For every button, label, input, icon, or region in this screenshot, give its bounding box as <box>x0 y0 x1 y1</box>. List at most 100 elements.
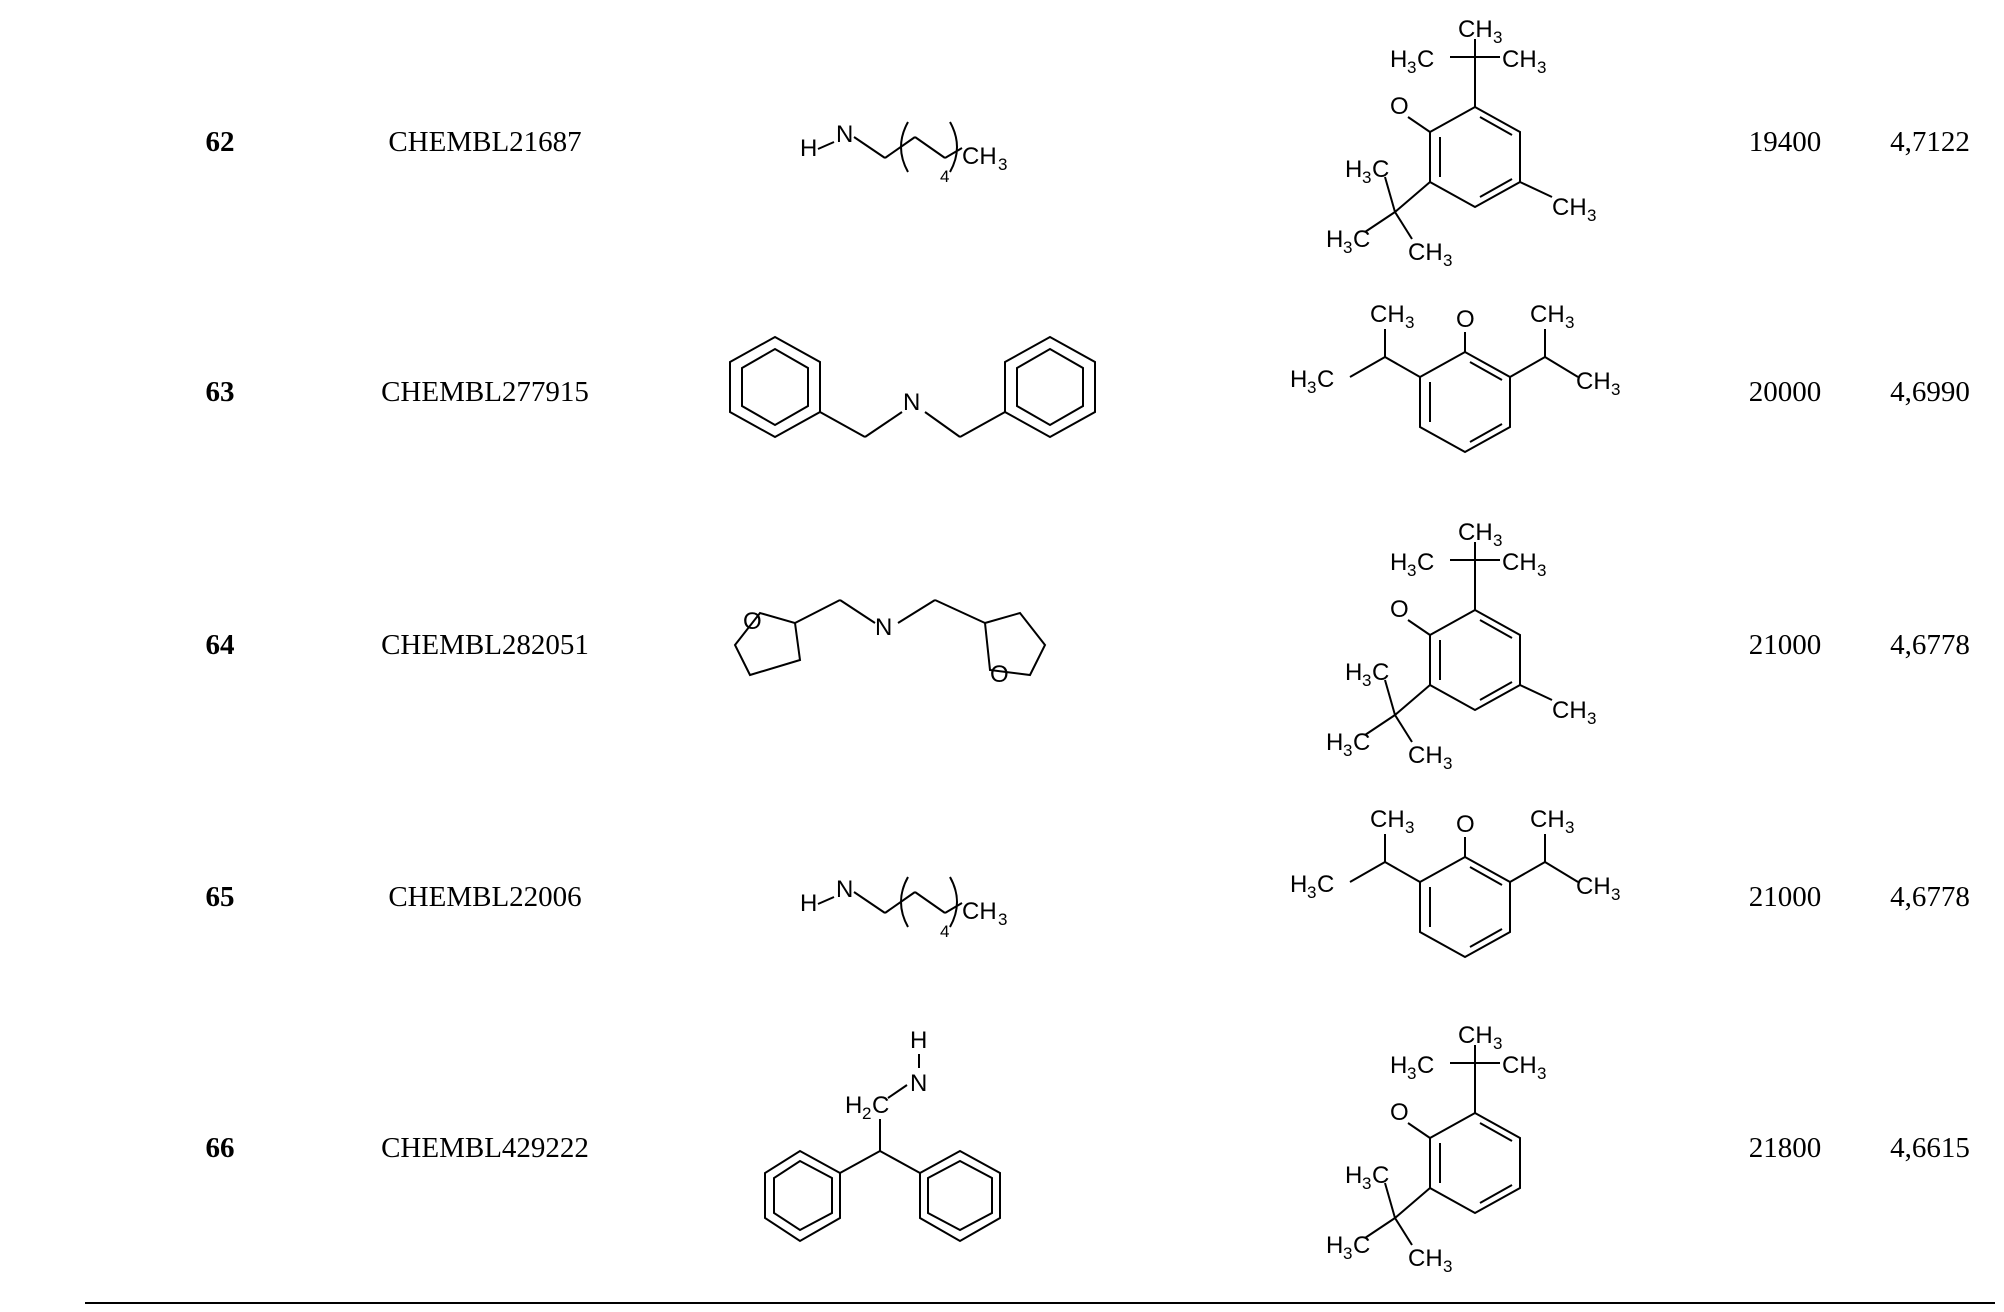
svg-text:CH: CH <box>1552 697 1587 724</box>
ic50-value: 19400 <box>1748 125 1822 158</box>
svg-text:3: 3 <box>1587 709 1596 728</box>
pic50-value: 4,6778 <box>1890 628 1970 661</box>
svg-text:H: H <box>1345 659 1362 686</box>
svg-text:H: H <box>1326 226 1343 253</box>
svg-text:CH: CH <box>1370 301 1405 328</box>
compound-number: 64 <box>205 628 235 661</box>
chembl-id: CHEMBL277915 <box>381 375 589 408</box>
svg-text:2: 2 <box>862 1104 871 1123</box>
svg-text:N: N <box>836 121 853 148</box>
svg-text:CH: CH <box>1458 519 1493 546</box>
pic50-value: 4,6990 <box>1890 375 1970 408</box>
svg-text:H: H <box>1326 729 1343 756</box>
svg-text:3: 3 <box>1443 754 1452 773</box>
svg-text:O: O <box>743 608 762 635</box>
svg-text:H: H <box>1390 1052 1407 1079</box>
svg-text:3: 3 <box>1587 206 1596 225</box>
svg-text:H: H <box>1326 1232 1343 1259</box>
svg-text:3: 3 <box>1343 238 1352 257</box>
svg-text:N: N <box>836 876 853 903</box>
svg-text:C: C <box>1417 1052 1434 1079</box>
svg-text:N: N <box>910 1070 927 1097</box>
svg-text:CH: CH <box>1576 368 1611 395</box>
chembl-id: CHEMBL21687 <box>388 125 582 158</box>
chembl-id: CHEMBL22006 <box>388 880 582 913</box>
chembl-id: CHEMBL429222 <box>381 1131 589 1164</box>
svg-text:H: H <box>1345 156 1362 183</box>
svg-text:C: C <box>1317 871 1334 898</box>
svg-text:CH: CH <box>1370 806 1405 833</box>
svg-text:H: H <box>1345 1162 1362 1189</box>
ic50-value: 21800 <box>1748 1131 1822 1164</box>
compound-number: 63 <box>205 375 235 408</box>
svg-text:C: C <box>1353 226 1370 253</box>
pic50-value: 4,7122 <box>1890 125 1970 158</box>
svg-text:3: 3 <box>1565 818 1574 837</box>
svg-text:3: 3 <box>1611 885 1620 904</box>
svg-text:3: 3 <box>1493 531 1502 550</box>
ic50-value: 20000 <box>1748 375 1822 408</box>
svg-text:H: H <box>1390 46 1407 73</box>
amine-structure: O N O <box>700 520 1140 770</box>
table-bottom-rule <box>85 1302 1995 1304</box>
svg-text:CH: CH <box>1530 806 1565 833</box>
svg-text:CH: CH <box>1502 549 1537 576</box>
pic50-value: 4,6615 <box>1890 1131 1970 1164</box>
svg-text:3: 3 <box>1362 671 1371 690</box>
svg-text:3: 3 <box>1343 741 1352 760</box>
compound-number: 65 <box>205 880 235 913</box>
svg-text:CH: CH <box>1502 46 1537 73</box>
svg-text:3: 3 <box>1407 58 1416 77</box>
svg-text:O: O <box>1390 596 1409 623</box>
svg-text:C: C <box>1417 549 1434 576</box>
svg-text:CH: CH <box>1458 16 1493 43</box>
svg-text:CH: CH <box>962 143 997 170</box>
svg-text:CH: CH <box>1576 873 1611 900</box>
svg-text:H: H <box>845 1092 862 1119</box>
svg-text:CH: CH <box>1458 1022 1493 1049</box>
svg-text:3: 3 <box>1443 251 1452 270</box>
ic50-value: 21000 <box>1748 628 1822 661</box>
svg-text:N: N <box>903 389 920 416</box>
svg-text:3: 3 <box>1362 168 1371 187</box>
svg-text:CH: CH <box>1530 301 1565 328</box>
svg-text:H: H <box>1390 549 1407 576</box>
svg-text:H: H <box>800 135 817 162</box>
svg-text:3: 3 <box>1307 378 1316 397</box>
svg-text:O: O <box>1390 1099 1409 1126</box>
svg-text:C: C <box>1372 659 1389 686</box>
svg-text:H: H <box>910 1027 927 1054</box>
svg-text:C: C <box>1353 729 1370 756</box>
compound-number: 66 <box>205 1131 235 1164</box>
svg-text:CH: CH <box>1408 742 1443 769</box>
svg-text:O: O <box>1390 93 1409 120</box>
svg-text:3: 3 <box>998 910 1007 929</box>
svg-text:3: 3 <box>1493 28 1502 47</box>
svg-text:C: C <box>1372 156 1389 183</box>
svg-text:O: O <box>1456 811 1475 838</box>
ic50-value: 21000 <box>1748 880 1822 913</box>
svg-text:O: O <box>1456 306 1475 333</box>
svg-text:CH: CH <box>1408 239 1443 266</box>
svg-text:3: 3 <box>1537 1064 1546 1083</box>
svg-text:N: N <box>875 614 892 641</box>
svg-text:3: 3 <box>1611 380 1620 399</box>
svg-text:H: H <box>1290 366 1307 393</box>
svg-text:3: 3 <box>1343 1244 1352 1263</box>
